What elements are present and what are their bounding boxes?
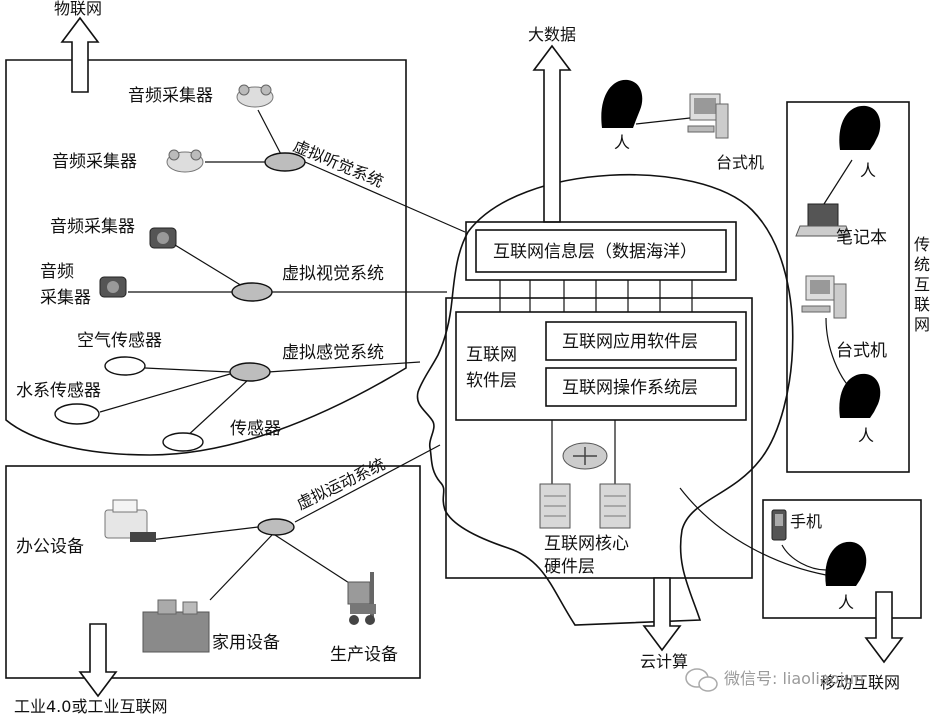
- software-layer-label-b: 软件层: [466, 371, 517, 391]
- svg-text:统: 统: [914, 255, 930, 274]
- laptop-label: 笔记本: [836, 228, 887, 248]
- app-layer-label: 互联网应用软件层: [562, 332, 698, 352]
- connector-line: [149, 526, 259, 541]
- info-layer-label: 互联网信息层（数据海洋）: [493, 242, 697, 262]
- svg-text:网: 网: [914, 315, 930, 334]
- virtual-motion-label: 虚拟运动系统: [293, 454, 388, 513]
- desktop-computer-icon: [687, 93, 729, 139]
- person-r1-label: 人: [860, 161, 876, 180]
- office-equipment-label: 办公设备: [16, 537, 84, 557]
- person-silhouette-icon: [601, 79, 643, 128]
- wechat-logo: [685, 668, 718, 692]
- printer-icon: [104, 499, 156, 542]
- person-silhouette-icon: [839, 373, 881, 418]
- desktop-computer-icon: [801, 275, 847, 319]
- big-data-arrow: [532, 44, 572, 223]
- appliance-icon: [142, 599, 210, 653]
- connector-line: [635, 117, 691, 125]
- svg-text:传: 传: [914, 235, 930, 254]
- core-hw-label-a: 互联网核心: [544, 534, 629, 554]
- connector-line: [184, 379, 249, 439]
- person-silhouette-icon: [825, 541, 867, 586]
- connector-line: [99, 373, 231, 413]
- laptop-icon: [795, 203, 851, 237]
- head-outline: [416, 174, 794, 626]
- os-layer-label: 互联网操作系统层: [562, 378, 698, 398]
- mobile-internet-arrow: [864, 591, 904, 664]
- phone-icon: [771, 509, 787, 541]
- air-sensor-node: [104, 356, 146, 376]
- cloud-arrow: [642, 577, 682, 652]
- virtual-vision-label: 虚拟视觉系统: [282, 264, 384, 284]
- server-icon: [599, 483, 631, 529]
- connector-line: [823, 159, 853, 205]
- connector-line: [144, 367, 231, 373]
- forklift-icon: [347, 572, 376, 625]
- connector-line: [679, 487, 827, 576]
- sensing-node: [229, 362, 271, 382]
- software-layer-label-a: 互联网: [466, 345, 517, 365]
- industry-arrow: [78, 623, 118, 698]
- industry-label: 工业4.0或工业互联网: [14, 697, 167, 716]
- connector-line: [267, 361, 421, 373]
- info-layer-outer: [465, 221, 737, 281]
- camera-icon: [149, 227, 177, 249]
- cloud-label: 云计算: [640, 652, 688, 671]
- connector-line: [274, 534, 361, 591]
- os-layer-box: [545, 367, 737, 407]
- connector-line: [174, 244, 253, 293]
- traditional-internet-label: 传 统 互 联 网: [914, 235, 930, 334]
- traditional-internet-box: [786, 101, 910, 473]
- audio-label-3: 音频采集器: [50, 217, 135, 237]
- person-top-label: 人: [614, 133, 630, 152]
- industry-box: [5, 465, 421, 679]
- connector-line: [781, 544, 827, 571]
- phone-label: 手机: [790, 512, 822, 531]
- person-mobile-label: 人: [838, 593, 854, 612]
- vision-node: [231, 282, 273, 302]
- sensor-label: 传感器: [230, 419, 281, 439]
- svg-text:互: 互: [914, 275, 930, 294]
- iot-arrow: [60, 16, 100, 93]
- mobile-internet-box: [762, 499, 922, 619]
- production-equipment-label: 生产设备: [330, 645, 398, 665]
- audio-label-2: 音频采集器: [52, 152, 137, 172]
- big-data-label: 大数据: [528, 25, 576, 44]
- audio-label-4b: 采集器: [40, 288, 91, 308]
- connector-line: [304, 161, 466, 233]
- svg-text:联: 联: [914, 295, 930, 314]
- hearing-node: [264, 152, 306, 172]
- camera-icon: [99, 276, 127, 298]
- person-silhouette-icon: [839, 105, 881, 150]
- microphone-icon: [166, 149, 204, 173]
- software-layer-box: [455, 311, 747, 421]
- layer-connectors: [499, 280, 693, 312]
- connector-line: [209, 534, 273, 601]
- person-r2-label: 人: [858, 426, 874, 445]
- motion-node: [257, 518, 295, 536]
- sensor-node: [162, 432, 204, 452]
- air-sensor-label: 空气传感器: [77, 331, 162, 351]
- iot-label: 物联网: [54, 0, 102, 18]
- watermark-label: 微信号: liaoliaojun: [724, 669, 864, 688]
- server-icon: [539, 483, 571, 529]
- internet-core-box: [445, 297, 753, 579]
- desktop-r-label: 台式机: [836, 341, 887, 361]
- connector-line: [294, 444, 441, 523]
- water-sensor-node: [54, 403, 100, 425]
- app-layer-box: [545, 321, 737, 361]
- audio-label-1: 音频采集器: [128, 86, 213, 106]
- home-equipment-label: 家用设备: [212, 633, 280, 653]
- info-layer-box: [475, 229, 727, 273]
- desktop-top-label: 台式机: [716, 153, 764, 172]
- water-sensor-label: 水系传感器: [16, 381, 101, 401]
- virtual-sense-label: 虚拟感觉系统: [282, 343, 384, 363]
- core-hw-label-b: 硬件层: [544, 557, 595, 577]
- audio-label-4a: 音频: [40, 262, 74, 282]
- mobile-internet-label: 移动互联网: [820, 673, 900, 692]
- iot-box: [5, 59, 407, 456]
- router-icon: [562, 442, 608, 470]
- microphone-icon: [236, 84, 274, 108]
